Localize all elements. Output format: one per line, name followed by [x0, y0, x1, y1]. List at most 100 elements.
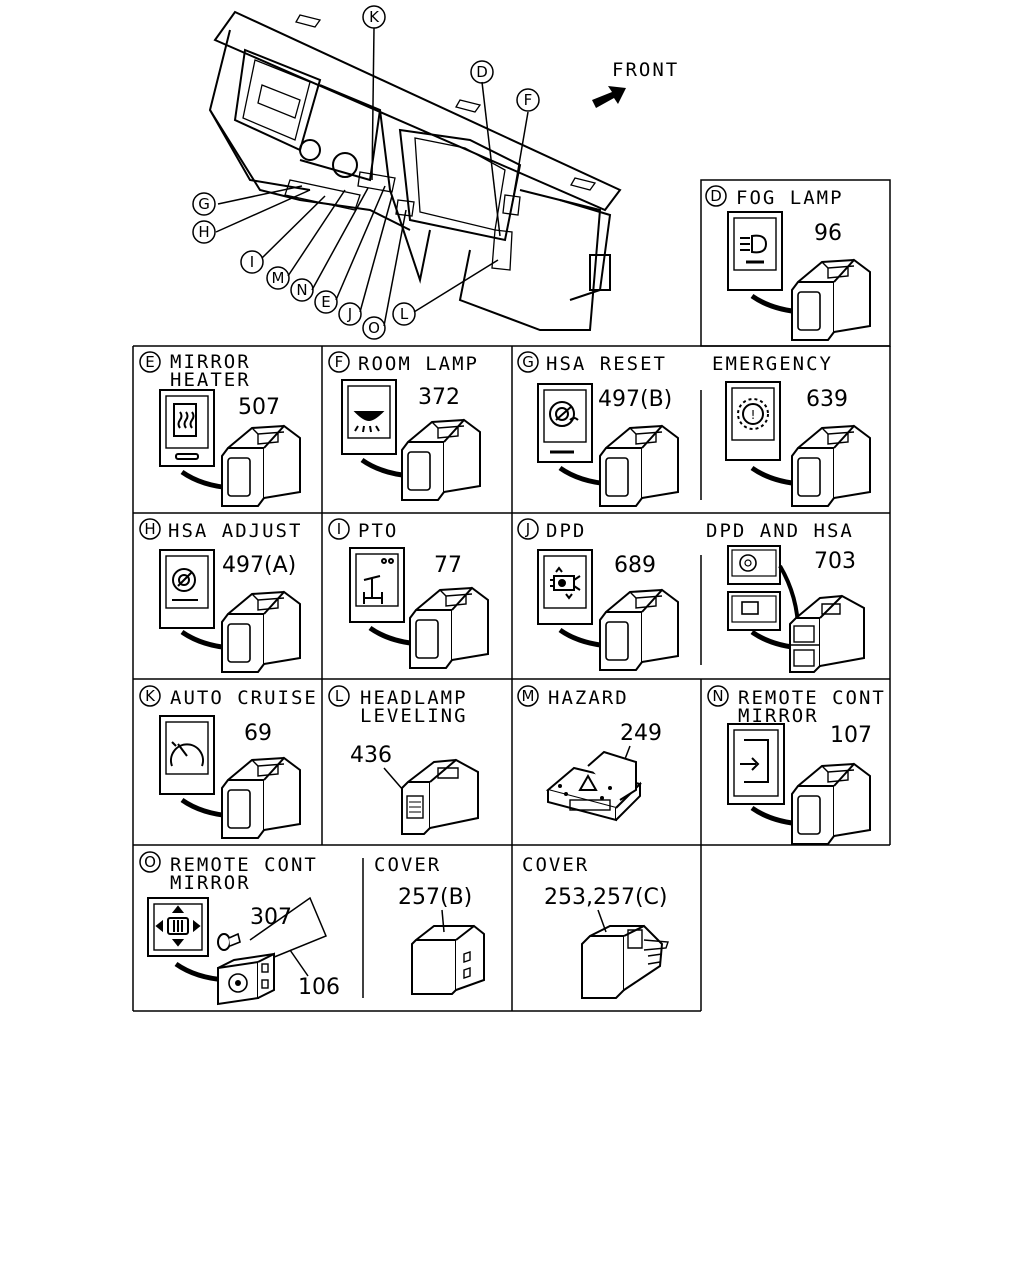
callout-i: I [250, 253, 254, 271]
hazard-part: 249 [620, 721, 662, 746]
emergency-title: EMERGENCY [712, 353, 833, 375]
panel-dpd-and-hsa: DPD AND HSA 703 [706, 520, 865, 673]
cover1-part: 257(B) [398, 885, 472, 910]
grid-lines [132, 179, 891, 1012]
hazard-switch [545, 750, 642, 822]
room-lamp-part: 372 [418, 385, 460, 410]
panel-remote-mirror-o: O REMOTE CONT MIRROR 307 106 [139, 851, 340, 1006]
auto-cruise-part: 69 [244, 721, 272, 746]
callout-n: N [296, 281, 307, 299]
emergency-part: 639 [806, 387, 848, 412]
dpd-mini-icon [741, 601, 759, 615]
callout-d: D [476, 63, 488, 81]
svg-text:D: D [710, 187, 722, 205]
panel-mirror-heater: E MIRROR HEATER 507 [139, 351, 301, 507]
svg-text:E: E [145, 353, 154, 371]
panel-room-lamp: F ROOM LAMP 372 [328, 351, 481, 501]
mirror-switch-body [217, 952, 275, 1006]
remote-mirror-o-part-b: 106 [298, 975, 340, 1000]
panel-dpd: J DPD 689 [517, 518, 679, 671]
remote-mirror-n-title-2: MIRROR [738, 705, 819, 727]
svg-text:J: J [525, 520, 530, 538]
hsa-adjust-icon [172, 568, 198, 601]
remote-mirror-o-title-2: MIRROR [170, 872, 251, 894]
mirror-heater-icon [173, 403, 199, 460]
front-arrow-icon [592, 86, 626, 108]
fog-lamp-part: 96 [814, 221, 842, 246]
mirror-joystick-icon [155, 905, 201, 947]
dpd-and-hsa-part: 703 [814, 549, 856, 574]
hazard-triangle-icon [578, 773, 598, 791]
svg-text:H: H [144, 520, 155, 538]
mirror-heater-part: 507 [238, 395, 280, 420]
pto-title: PTO [358, 520, 398, 542]
hsa-reset-part: 497(B) [598, 387, 672, 412]
callout-m: M [272, 269, 285, 287]
pto-icon [363, 558, 394, 604]
hsa-reset-icon [549, 401, 579, 454]
mirror-heater-title-1: MIRROR [170, 351, 251, 373]
svg-text:K: K [145, 687, 156, 705]
callout-e: E [321, 293, 330, 311]
front-label: FRONT [612, 59, 679, 81]
callout-k: K [369, 8, 380, 26]
callout-j: J [347, 305, 352, 323]
callout-o: O [368, 319, 380, 337]
panel-fog-lamp: D FOG LAMP 96 [705, 185, 871, 341]
auto-cruise-title: AUTO CRUISE [170, 687, 318, 709]
panel-cover-253-257c: COVER 253,257(C) [522, 854, 669, 999]
dpd-and-hsa-title: DPD AND HSA [706, 520, 854, 542]
fog-lamp-icon [740, 234, 768, 264]
fog-lamp-title: FOG LAMP [736, 187, 844, 209]
dashboard-overview [208, 10, 622, 331]
dpd-title: DPD [546, 520, 586, 542]
remote-mirror-n-title-1: REMOTE CONT [738, 687, 886, 709]
svg-text:F: F [335, 353, 344, 371]
cover2-part: 253,257(C) [544, 885, 668, 910]
hsa-mini-icon [739, 554, 757, 572]
mirror-adjust-icon [740, 739, 769, 783]
cover1-title: COVER [374, 854, 441, 876]
overview-callout-letters: K D F G H I M N E J O L [198, 8, 532, 337]
panel-pto: I PTO 77 [328, 518, 489, 669]
headlamp-leveling-title-1: HEADLAMP [360, 687, 468, 709]
panel-hsa-reset: G HSA RESET 497(B) [517, 351, 679, 507]
panel-remote-mirror-n: N REMOTE CONT MIRROR 107 [707, 685, 886, 845]
svg-text:I: I [337, 520, 341, 538]
hazard-title: HAZARD [548, 687, 629, 709]
svg-text:!: ! [751, 408, 756, 422]
leveling-dial-switch [401, 758, 479, 835]
cover2-title: COVER [522, 854, 589, 876]
panel-emergency: EMERGENCY 639 ! [712, 353, 871, 507]
headlamp-leveling-part: 436 [350, 743, 392, 768]
dpd-part: 689 [614, 553, 656, 578]
svg-text:L: L [335, 687, 344, 705]
dpd-icon [550, 566, 581, 600]
panel-cover-257b: COVER 257(B) [374, 854, 485, 995]
room-lamp-icon [353, 411, 385, 433]
mirror-heater-title-2: HEATER [170, 369, 251, 391]
remote-mirror-n-part: 107 [830, 723, 872, 748]
panel-auto-cruise: K AUTO CRUISE 69 [139, 685, 318, 839]
svg-text:N: N [712, 687, 723, 705]
callout-g: G [198, 195, 210, 213]
callout-h: H [198, 223, 209, 241]
auto-cruise-icon [170, 741, 204, 767]
remote-mirror-o-part-a: 307 [250, 905, 292, 930]
hsa-adjust-part: 497(A) [222, 553, 296, 578]
emergency-icon: ! [737, 398, 769, 430]
panel-hazard: M HAZARD 249 [517, 685, 662, 822]
pto-part: 77 [434, 553, 462, 578]
svg-text:G: G [522, 353, 534, 371]
panel-hsa-adjust: H HSA ADJUST 497(A) [139, 518, 302, 673]
room-lamp-title: ROOM LAMP [358, 353, 479, 375]
hsa-adjust-title: HSA ADJUST [168, 520, 302, 542]
hsa-reset-title: HSA RESET [546, 353, 667, 375]
headlamp-leveling-title-2: LEVELING [360, 705, 468, 727]
remote-mirror-o-title-1: REMOTE CONT [170, 854, 318, 876]
overview-callouts [192, 5, 540, 340]
svg-text:M: M [522, 687, 535, 705]
panel-headlamp-leveling: L HEADLAMP LEVELING 436 [328, 685, 479, 835]
screw-icon [217, 932, 241, 951]
